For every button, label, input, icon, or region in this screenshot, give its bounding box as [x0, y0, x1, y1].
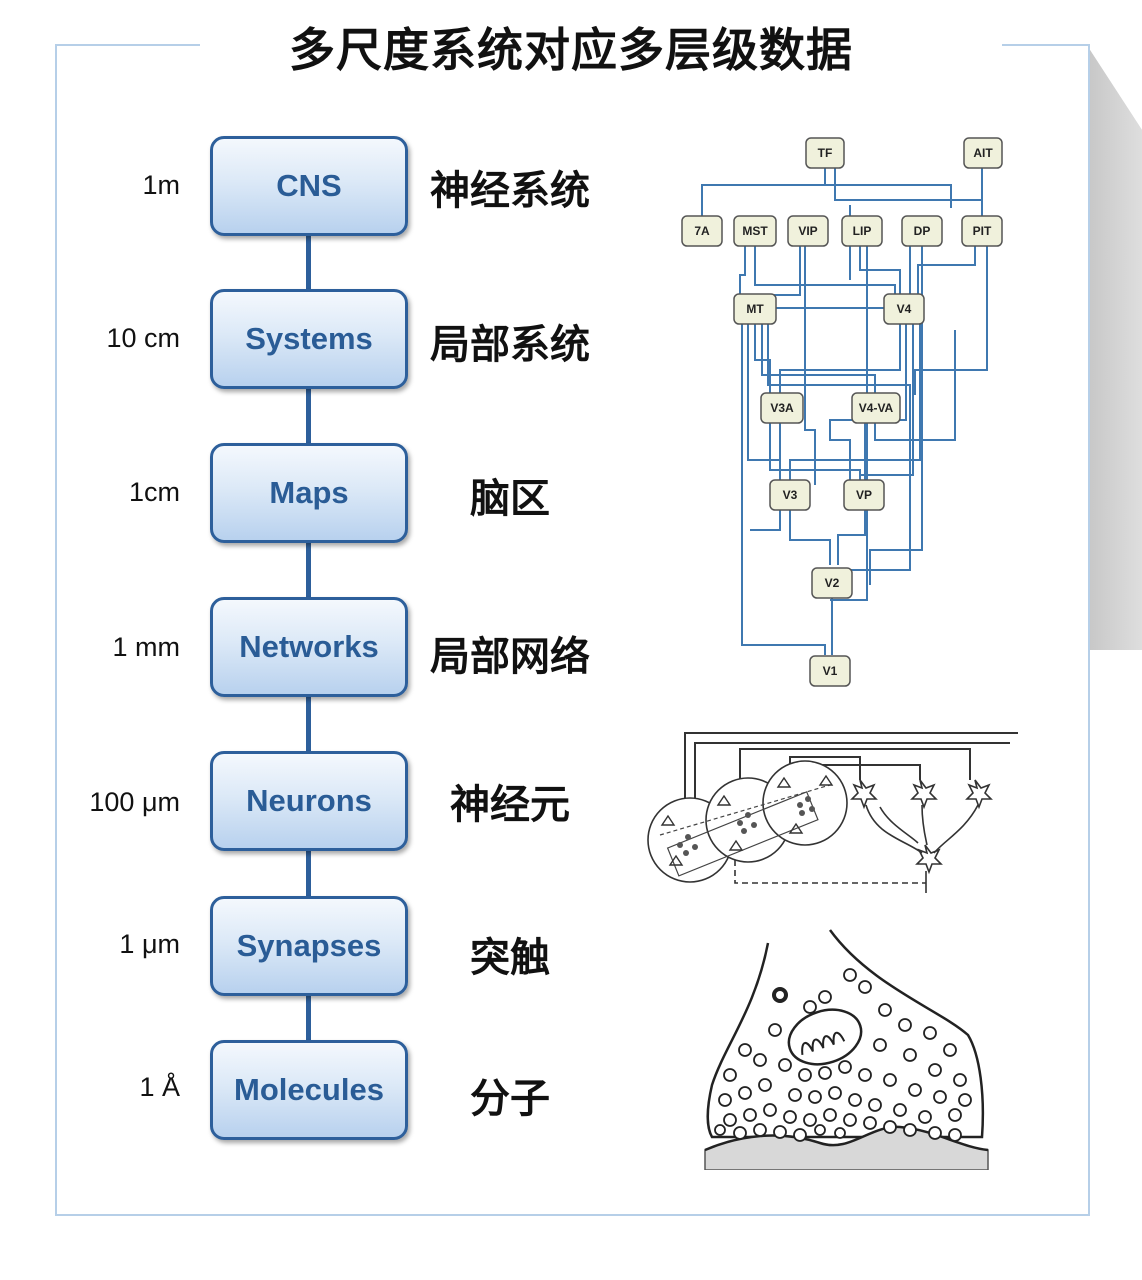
- level-label: Molecules: [234, 1072, 384, 1107]
- visual-hierarchy-network: TF AIT 7A MST VIP LIP DP PIT MT V4 V3A V…: [681, 137, 1003, 687]
- node-label: V4: [897, 302, 912, 316]
- connector: [306, 851, 311, 897]
- node-v3: V3: [769, 479, 811, 511]
- node-label: TF: [818, 146, 833, 160]
- scale-label: 10 cm: [106, 323, 180, 353]
- node-label: AIT: [973, 146, 993, 160]
- level-box-molecules: Molecules: [210, 1040, 408, 1140]
- frame-top-right: [1002, 44, 1090, 46]
- level-label: Maps: [269, 475, 349, 510]
- scale-label: 1cm: [128, 477, 180, 507]
- frame-right: [1088, 44, 1090, 1216]
- level-zh-label: 脑区: [470, 476, 550, 522]
- node-lip: LIP: [841, 215, 883, 247]
- node-label: MST: [742, 224, 768, 238]
- node-v1: V1: [809, 655, 851, 687]
- level-label: Systems: [245, 321, 373, 356]
- level-zh-label: 神经元: [450, 782, 570, 828]
- node-label: V1: [823, 664, 838, 678]
- frame-bottom: [55, 1214, 1090, 1216]
- level-zh-label: 局部系统: [430, 322, 590, 368]
- connector: [306, 543, 311, 598]
- node-v4: V4: [883, 293, 925, 325]
- node-label: PIT: [973, 224, 992, 238]
- node-label: V4-VA: [859, 401, 894, 415]
- level-label: Synapses: [236, 928, 382, 963]
- node-label: VIP: [798, 224, 817, 238]
- level-label: CNS: [276, 168, 342, 203]
- scale-label: 1 mm: [112, 632, 181, 662]
- level-box-systems: Systems: [210, 289, 408, 389]
- level-zh-label: 局部网络: [430, 634, 590, 680]
- level-zh-label: 分子: [470, 1076, 550, 1122]
- frame-left: [55, 44, 57, 1216]
- node-mt: MT: [733, 293, 777, 325]
- level-zh-label: 神经系统: [430, 168, 590, 214]
- scale-label: 1 μm: [119, 929, 180, 959]
- side-wedge: [1090, 50, 1142, 650]
- node-label: MT: [746, 302, 764, 316]
- level-label: Networks: [239, 629, 379, 664]
- connector: [306, 389, 311, 444]
- page-title: 多尺度系统对应多层级数据: [289, 23, 853, 77]
- level-box-neurons: Neurons: [210, 751, 408, 851]
- node-pit: PIT: [961, 215, 1003, 247]
- scale-label: 1m: [142, 170, 180, 200]
- node-label: 7A: [694, 224, 710, 238]
- scale-label: 100 μm: [89, 787, 180, 817]
- level-box-maps: Maps: [210, 443, 408, 543]
- node-v4-va: V4-VA: [851, 392, 901, 424]
- node-label: DP: [914, 224, 931, 238]
- node-dp: DP: [901, 215, 943, 247]
- level-label: Neurons: [246, 783, 372, 818]
- node-vp: VP: [843, 479, 885, 511]
- node-v2: V2: [811, 567, 853, 599]
- node-label: V2: [825, 576, 840, 590]
- synapse-sketch: [704, 929, 989, 1170]
- scale-label: 1 Å: [139, 1072, 180, 1102]
- node-vip: VIP: [787, 215, 829, 247]
- node-label: VP: [856, 488, 872, 502]
- connector: [306, 996, 311, 1041]
- node-label: V3A: [770, 401, 794, 415]
- level-box-cns: CNS: [210, 136, 408, 236]
- node-label: V3: [783, 488, 798, 502]
- network-sketch: [647, 732, 1018, 893]
- connector: [306, 697, 311, 752]
- node-v3a: V3A: [760, 392, 804, 424]
- frame-top-left: [55, 44, 200, 46]
- node-mst: MST: [733, 215, 777, 247]
- node-7a: 7A: [681, 215, 723, 247]
- node-tf: TF: [805, 137, 845, 169]
- level-box-synapses: Synapses: [210, 896, 408, 996]
- connector: [306, 236, 311, 290]
- level-zh-label: 突触: [470, 935, 550, 981]
- node-label: LIP: [853, 224, 872, 238]
- node-ait: AIT: [963, 137, 1003, 169]
- level-box-networks: Networks: [210, 597, 408, 697]
